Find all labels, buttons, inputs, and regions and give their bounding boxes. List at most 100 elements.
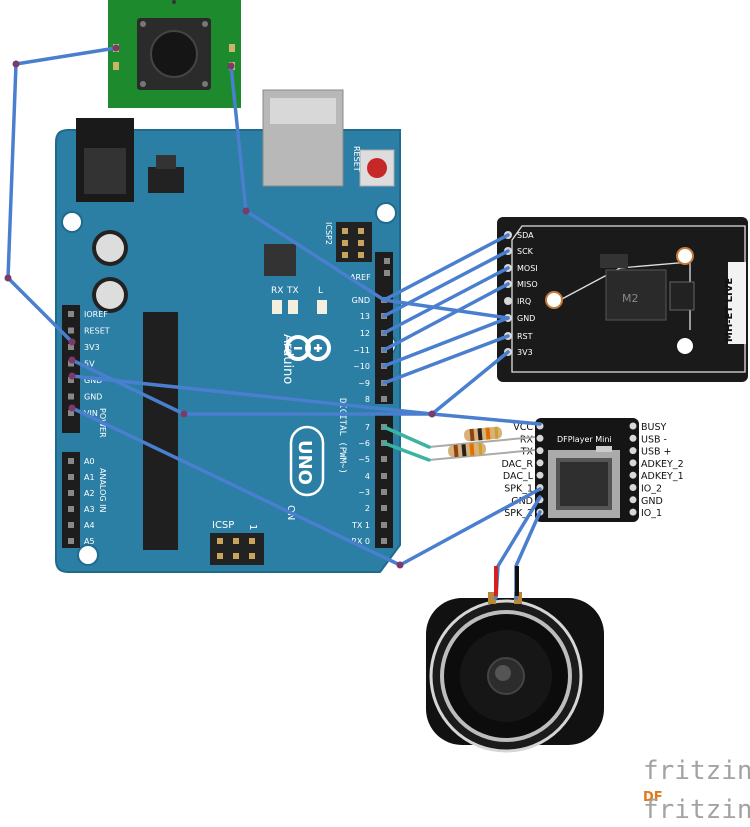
uno-badge [289, 425, 325, 497]
power-pin-label: RESET [84, 327, 110, 336]
power-pin-label: 3V3 [84, 343, 100, 352]
analog-pin-label: A5 [84, 537, 95, 546]
wire-joints [4, 44, 436, 569]
wire-button-left[interactable] [6, 46, 118, 344]
df-right-pin-label: USB + [641, 447, 671, 458]
df-pin-gnd[interactable] [629, 496, 637, 504]
df-pin-rx[interactable] [536, 434, 544, 442]
digital-pin-label: 4 [365, 472, 370, 481]
digital-pin-5[interactable] [381, 456, 387, 462]
df-pin-usb[interactable] [629, 434, 637, 442]
analog-pin-a2[interactable] [68, 490, 74, 496]
df-left-pin-label: RX [520, 434, 534, 445]
rfid-pin-label: RST [517, 332, 533, 341]
digital-pin-label: 2 [365, 504, 370, 513]
digital-pin-label: GND [352, 296, 370, 305]
df-right-pin-label: BUSY [641, 422, 667, 433]
arduino-pcb [55, 129, 401, 573]
digital-pin-4[interactable] [381, 473, 387, 479]
df-pin-usb[interactable] [629, 447, 637, 455]
wire-rfid-3v3[interactable] [70, 350, 510, 416]
wire-rfid-sck[interactable] [382, 249, 510, 318]
wire-rfid-miso[interactable] [382, 282, 510, 352]
push-button-cap[interactable] [150, 30, 198, 78]
df-left-pin-label: DAC_R [502, 459, 534, 470]
df-right-pin-label: IO_1 [641, 508, 662, 519]
power-pin-label: VIN [84, 409, 98, 418]
icsp-header [210, 533, 264, 565]
analog-pin-a4[interactable] [68, 522, 74, 528]
digital-pin-2[interactable] [381, 505, 387, 511]
uno-label: UNO [294, 440, 315, 485]
digital-pin-tx-1[interactable] [381, 522, 387, 528]
df-pin-tx[interactable] [536, 447, 544, 455]
wire-rfid-sda[interactable] [382, 233, 510, 302]
wire-rfid-mosi[interactable] [382, 266, 510, 335]
arduino-logo [285, 335, 331, 361]
df-logo: DF [643, 790, 663, 805]
wire-speaker-2[interactable] [514, 510, 542, 600]
arduino-uno-board: RESET ICSP2 RX TX L Ar [55, 89, 401, 573]
df-right-pin-label: USB - [641, 434, 667, 445]
rfid-pin-label: GND [517, 314, 535, 323]
digital-pin-label: 7 [365, 423, 370, 432]
digital-pin-8[interactable] [381, 396, 387, 402]
tx-label: TX [286, 286, 299, 296]
analog-pin-label: A2 [84, 489, 95, 498]
speaker [426, 592, 604, 753]
df-pin-dac-r[interactable] [536, 459, 544, 467]
wire-rfid-gnd-2[interactable] [382, 298, 510, 320]
df-pin-dac-l[interactable] [536, 471, 544, 479]
power-pin-label: GND [84, 376, 102, 385]
icsp2-label: ICSP2 [324, 222, 333, 245]
digital-pin-label: 13 [360, 312, 370, 321]
rx-label: RX [271, 286, 283, 296]
df-pin-adkey-2[interactable] [629, 459, 637, 467]
digital-header-low [375, 414, 393, 548]
df-pin-io-1[interactable] [629, 508, 637, 516]
digital-pin-label: ~11 [353, 346, 370, 355]
fritzing-watermark: fritzing [643, 756, 750, 786]
analog-header [62, 452, 80, 548]
power-pin-3v3[interactable] [68, 344, 74, 350]
rfid-pin-irq[interactable] [504, 297, 512, 305]
analog-pin-a3[interactable] [68, 506, 74, 512]
wire-rfid-gnd[interactable] [382, 316, 510, 368]
power-pin-ioref[interactable] [68, 311, 74, 317]
df-pin-adkey-1[interactable] [629, 471, 637, 479]
resistor-1 [428, 426, 536, 448]
power-pin-label: GND [84, 393, 102, 402]
analog-pin-a5[interactable] [68, 538, 74, 544]
rfid-pin-label: SCK [517, 247, 534, 256]
dfplayer-title: DFPlayer Mini [557, 435, 612, 444]
rfid-pin-label: MISO [517, 280, 538, 289]
df-pin-io-2[interactable] [629, 484, 637, 491]
analog-label: ANALOG IN [98, 468, 107, 513]
df-left-pin-label: VCC [513, 422, 533, 433]
push-button-module [108, 0, 241, 108]
digital-pin-label: ~3 [358, 488, 370, 497]
df-left-pin-label: DAC_L [503, 471, 534, 482]
power-pin-vin[interactable] [68, 410, 74, 416]
power-pin-gnd[interactable] [68, 393, 74, 400]
speaker-leads [494, 566, 519, 596]
df-left-pin-label: TX [520, 447, 534, 458]
rfid-pin-label: SDA [517, 231, 534, 240]
analog-pin-a1[interactable] [68, 474, 74, 480]
digital-pin-rx-0[interactable] [381, 538, 387, 544]
power-pin-gnd[interactable] [68, 377, 74, 383]
svg-text:1: 1 [247, 524, 258, 530]
power-pin-5v[interactable] [68, 360, 74, 367]
digital-pin-label: TX 1 [351, 521, 370, 530]
analog-pin-a0[interactable] [68, 458, 74, 464]
df-pin-busy[interactable] [629, 422, 637, 430]
analog-pin-label: A1 [84, 473, 95, 482]
analog-pin-label: A0 [84, 457, 95, 466]
digital-pin-3[interactable] [381, 489, 387, 495]
wire-rfid-rst[interactable] [382, 334, 510, 385]
df-left-pin-label: SPK_2 [504, 508, 533, 519]
power-pin-reset[interactable] [68, 327, 74, 334]
atmega-chip [143, 312, 178, 550]
df-right-pin-label: IO_2 [641, 484, 662, 495]
